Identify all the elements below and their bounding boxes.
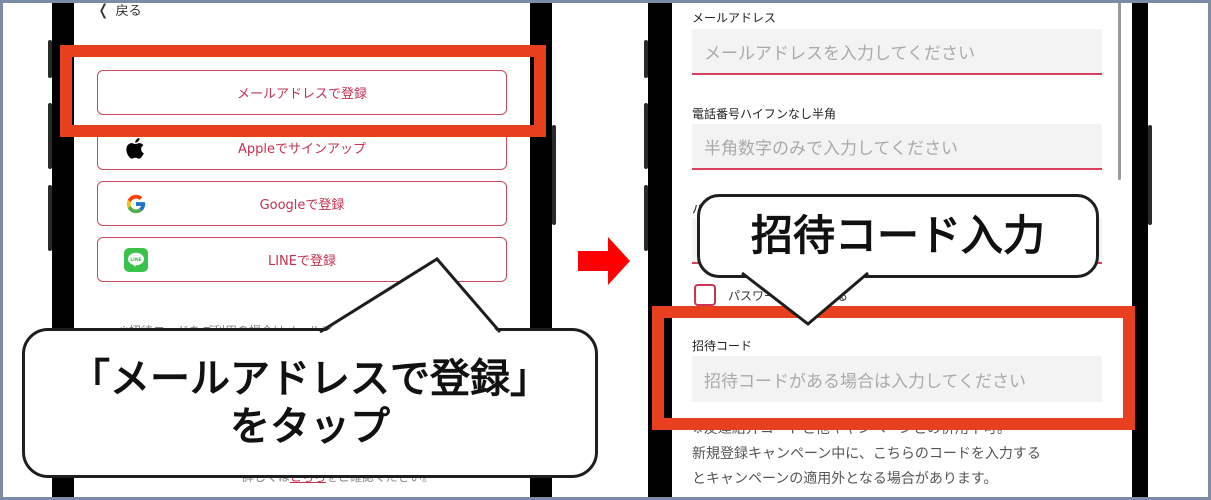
show-password-checkbox[interactable] bbox=[694, 284, 716, 306]
button-label: メールアドレスで登録 bbox=[236, 87, 367, 102]
phone-side-button bbox=[644, 185, 648, 251]
chevron-left-icon: ❬ bbox=[97, 0, 110, 19]
email-placeholder: メールアドレスを入力してください bbox=[704, 43, 975, 64]
email-label: メールアドレス bbox=[692, 11, 777, 25]
phone-side-button bbox=[644, 103, 648, 169]
phone-placeholder: 半角数字のみで入力してください bbox=[704, 138, 958, 159]
phone-side-button bbox=[48, 185, 52, 251]
callout-tail bbox=[319, 257, 502, 335]
invite-code-input[interactable]: 招待コードがある場合は入力してください bbox=[692, 356, 1102, 402]
phone-side-button bbox=[48, 40, 52, 78]
scrollbar[interactable] bbox=[1118, 0, 1121, 180]
invite-code-label: 招待コード bbox=[692, 339, 753, 353]
phone-label: 電話番号ハイフンなし半角 bbox=[692, 107, 837, 121]
email-input[interactable]: メールアドレスを入力してください bbox=[692, 29, 1102, 75]
callout-text: 招待コード入力 bbox=[750, 210, 1045, 260]
phone-side-button bbox=[48, 103, 52, 169]
line-icon: LINE bbox=[124, 247, 148, 272]
arrow-right-icon bbox=[578, 237, 630, 285]
button-label: LINEで登録 bbox=[267, 254, 336, 269]
phone-input[interactable]: 半角数字のみで入力してください bbox=[692, 124, 1102, 170]
register-google-button[interactable]: Googleで登録 bbox=[97, 181, 507, 226]
instruction-callout-left: 「メールアドレスで登録」 をタップ bbox=[22, 328, 598, 478]
invite-code-placeholder: 招待コードがある場合は入力してください bbox=[704, 371, 1026, 392]
instruction-callout-right: 招待コード入力 bbox=[697, 194, 1099, 278]
callout-tail bbox=[740, 270, 870, 326]
phone-power-button bbox=[552, 125, 556, 225]
svg-text:LINE: LINE bbox=[130, 256, 141, 262]
apple-icon bbox=[124, 136, 148, 160]
campaign-note-line: 新規登録キャンペーン中に、こちらのコードを入力する bbox=[692, 446, 1041, 462]
phone-side-button bbox=[644, 40, 648, 78]
back-button[interactable]: ❬ 戻る bbox=[97, 0, 142, 20]
google-icon bbox=[124, 192, 148, 216]
button-label: Googleで登録 bbox=[259, 198, 345, 213]
callout-line-1: 「メールアドレスで登録」 bbox=[70, 356, 550, 402]
campaign-note-line: とキャンペーンの適用外となる場合があります。 bbox=[692, 471, 998, 487]
phone-power-button bbox=[1148, 125, 1152, 225]
register-email-button[interactable]: メールアドレスで登録 bbox=[97, 70, 507, 115]
email-register-highlight bbox=[60, 45, 546, 137]
back-label: 戻る bbox=[115, 4, 142, 19]
callout-line-2: をタップ bbox=[230, 404, 390, 450]
invite-code-highlight bbox=[652, 306, 1135, 430]
button-label: Appleでサインアップ bbox=[237, 142, 366, 157]
